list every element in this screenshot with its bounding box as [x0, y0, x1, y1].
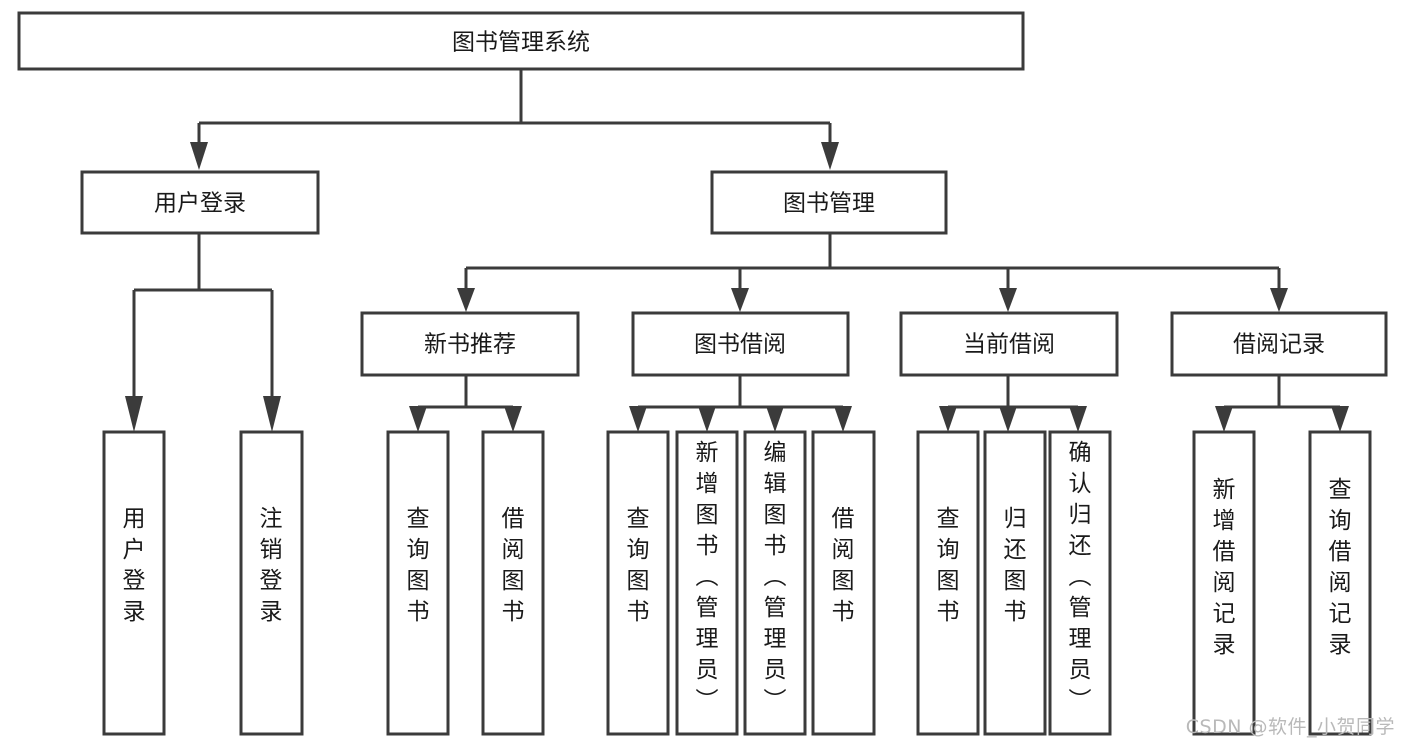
- arrow-to-leaf3: [409, 406, 427, 432]
- edge-group-login-to-leaves: [125, 233, 281, 432]
- node-newbook[interactable]: 新书推荐: [360, 311, 580, 377]
- node-borrow-box[interactable]: [631, 311, 850, 377]
- node-leaf9-label: 查询图书: [937, 506, 960, 625]
- node-newbook-box[interactable]: [360, 311, 580, 377]
- arrow-to-current: [999, 288, 1017, 312]
- node-leaf3[interactable]: 查询图书: [386, 430, 450, 736]
- node-leaf3-box[interactable]: [386, 430, 450, 736]
- node-current-label: 当前借阅: [963, 332, 1055, 358]
- node-leaf6-label: 新增图书︵管理员︶: [696, 440, 719, 714]
- arrow-to-login: [190, 142, 208, 170]
- arrow-to-bookmgmt: [821, 142, 839, 170]
- node-leaf1-label: 用户登录: [123, 506, 146, 625]
- node-leaf7-label: 编辑图书︵管理员︶: [764, 440, 787, 714]
- node-leaf10-label: 归还图书: [1004, 506, 1027, 625]
- node-leaf5-box[interactable]: [606, 430, 670, 736]
- arrow-to-newbook: [457, 288, 475, 312]
- node-login[interactable]: 用户登录: [80, 170, 320, 235]
- node-leaf12-box[interactable]: [1192, 430, 1256, 736]
- node-leaf1-box[interactable]: [102, 430, 166, 736]
- node-login-box[interactable]: [80, 170, 320, 235]
- arrow-to-leaf8: [834, 406, 852, 432]
- node-leaf12[interactable]: 新增借阅记录: [1192, 430, 1256, 736]
- node-leaf4-box[interactable]: [481, 430, 545, 736]
- edge-group-records-to-leaves: [1215, 375, 1349, 432]
- node-root-label: 图书管理系统: [452, 30, 590, 56]
- node-leaf2[interactable]: 注销登录: [239, 430, 304, 736]
- node-leaf10[interactable]: 归还图书: [983, 430, 1047, 736]
- node-leaf8-label: 借阅图书: [832, 506, 855, 625]
- node-root-box[interactable]: [17, 11, 1025, 71]
- node-current-box[interactable]: [899, 311, 1119, 377]
- node-leaf1[interactable]: 用户登录: [102, 430, 166, 736]
- node-leaf12-label: 新增借阅记录: [1213, 477, 1236, 658]
- node-borrow-label: 图书借阅: [694, 332, 786, 358]
- node-leaf11[interactable]: 确认归还︵管理员︶: [1048, 430, 1112, 736]
- arrow-to-leaf10: [999, 406, 1017, 432]
- node-leaf6-box[interactable]: [675, 430, 739, 736]
- node-leaf2-label: 注销登录: [260, 506, 283, 625]
- node-leaf10-box[interactable]: [983, 430, 1047, 736]
- node-leaf13-label: 查询借阅记录: [1329, 477, 1352, 658]
- arrow-to-leaf13: [1331, 406, 1349, 432]
- node-leaf11-label: 确认归还︵管理员︶: [1069, 440, 1092, 714]
- node-newbook-label: 新书推荐: [424, 332, 516, 358]
- node-leaf9-box[interactable]: [916, 430, 980, 736]
- edge-group-bookmgmt-to-level3: [457, 233, 1288, 312]
- node-leaf13-box[interactable]: [1308, 430, 1372, 736]
- arrow-to-leaf9: [939, 406, 957, 432]
- edge-group-borrow-to-leaves: [629, 375, 852, 432]
- node-bookmgmt-box[interactable]: [710, 170, 948, 235]
- node-leaf4-label: 借阅图书: [502, 506, 525, 625]
- arrow-to-records: [1270, 288, 1288, 312]
- node-leaf5-label: 查询图书: [627, 506, 650, 625]
- arrow-to-leaf11: [1069, 406, 1087, 432]
- node-leaf8-box[interactable]: [811, 430, 876, 736]
- arrow-to-borrow: [731, 288, 749, 312]
- node-leaf6[interactable]: 新增图书︵管理员︶: [675, 430, 739, 736]
- node-records-label: 借阅记录: [1233, 332, 1325, 358]
- node-bookmgmt-label: 图书管理: [783, 191, 875, 217]
- node-records-box[interactable]: [1170, 311, 1388, 377]
- edge-group-current-to-leaves: [939, 375, 1087, 432]
- node-bookmgmt[interactable]: 图书管理: [710, 170, 948, 235]
- node-leaf8[interactable]: 借阅图书: [811, 430, 876, 736]
- arrow-to-leaf1: [125, 396, 143, 432]
- node-leaf13[interactable]: 查询借阅记录: [1308, 430, 1372, 736]
- node-current[interactable]: 当前借阅: [899, 311, 1119, 377]
- arrow-to-leaf5: [629, 406, 647, 432]
- node-root[interactable]: 图书管理系统: [17, 11, 1025, 71]
- node-borrow[interactable]: 图书借阅: [631, 311, 850, 377]
- node-leaf7-box[interactable]: [743, 430, 807, 736]
- arrow-to-leaf4: [504, 406, 522, 432]
- node-leaf7[interactable]: 编辑图书︵管理员︶: [743, 430, 807, 736]
- arrow-to-leaf12: [1215, 406, 1233, 432]
- arrow-to-leaf6: [698, 406, 716, 432]
- edge-group-newbook-to-leaves: [409, 375, 522, 432]
- edge-group-root-to-level2: [190, 69, 839, 170]
- node-leaf3-label: 查询图书: [407, 506, 430, 625]
- node-leaf5[interactable]: 查询图书: [606, 430, 670, 736]
- arrow-to-leaf2: [263, 396, 281, 432]
- node-records[interactable]: 借阅记录: [1170, 311, 1388, 377]
- node-login-label: 用户登录: [154, 191, 246, 217]
- node-leaf4[interactable]: 借阅图书: [481, 430, 545, 736]
- csdn-watermark: CSDN @软件_小贺同学: [1185, 716, 1395, 738]
- node-leaf9[interactable]: 查询图书: [916, 430, 980, 736]
- arrow-to-leaf7: [766, 406, 784, 432]
- node-leaf2-box[interactable]: [239, 430, 304, 736]
- node-leaf11-box[interactable]: [1048, 430, 1112, 736]
